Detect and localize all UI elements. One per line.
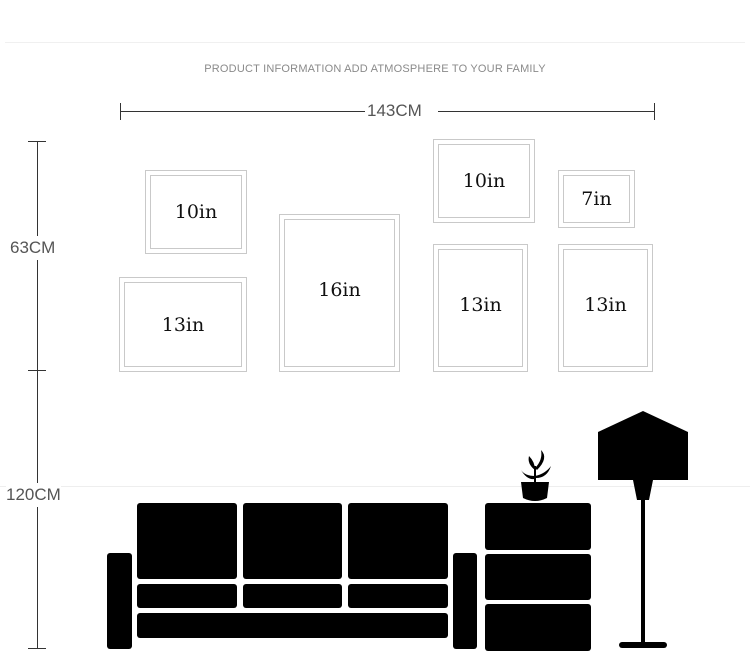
floor-height-label: 120CM <box>6 483 61 507</box>
frame-size-label: 7in <box>581 188 612 210</box>
frame-size-label: 10in <box>174 201 218 223</box>
sofa-seat-cushion-right <box>348 584 448 608</box>
width-dimension: 143CM <box>120 101 655 123</box>
cabinet-silhouette <box>485 503 591 651</box>
sofa-back-cushion-left <box>137 503 237 579</box>
frame-10in-right: 10in <box>433 139 535 223</box>
sofa-seat-cushion-left <box>137 584 237 608</box>
frame-size-label: 13in <box>584 294 627 317</box>
frame-size-label: 10in <box>462 170 506 192</box>
sofa-arm-right <box>453 553 477 649</box>
sofa-seat-cushion-center <box>243 584 342 608</box>
height-dimension-line <box>37 141 38 649</box>
cabinet-drawer-bottom <box>485 604 591 651</box>
width-line-right <box>438 111 655 112</box>
frame-13in-left: 13in <box>119 277 247 372</box>
height-tick-middle <box>28 370 46 371</box>
height-tick-bottom <box>28 648 46 649</box>
frame-13in-right: 13in <box>558 244 653 372</box>
plant-pot-icon <box>521 450 551 501</box>
width-label: 143CM <box>365 101 424 121</box>
floor-lamp-icon <box>598 411 688 648</box>
frame-16in-center: 16in <box>279 214 400 372</box>
sofa-silhouette <box>107 503 477 651</box>
height-label: 63CM <box>10 236 56 260</box>
sofa-back-cushion-center <box>243 503 342 579</box>
frame-7in: 7in <box>558 170 635 228</box>
frame-size-label: 13in <box>161 313 205 336</box>
height-tick-top <box>28 141 46 142</box>
cabinet-drawer-top <box>485 503 591 550</box>
width-tick-right <box>654 103 655 120</box>
floor-line <box>0 486 750 487</box>
header-caption: PRODUCT INFORMATION ADD ATMOSPHERE TO YO… <box>204 63 546 75</box>
width-line-left <box>120 111 365 112</box>
wall-edge-line <box>5 42 745 43</box>
frame-10in-left: 10in <box>145 170 247 254</box>
sofa-arm-left <box>107 553 132 649</box>
frame-13in-middle: 13in <box>433 244 528 372</box>
frame-size-label: 16in <box>318 278 361 301</box>
cabinet-drawer-middle <box>485 554 591 600</box>
sofa-back-cushion-right <box>348 503 448 579</box>
sofa-base <box>137 613 448 638</box>
frame-size-label: 13in <box>459 294 502 317</box>
